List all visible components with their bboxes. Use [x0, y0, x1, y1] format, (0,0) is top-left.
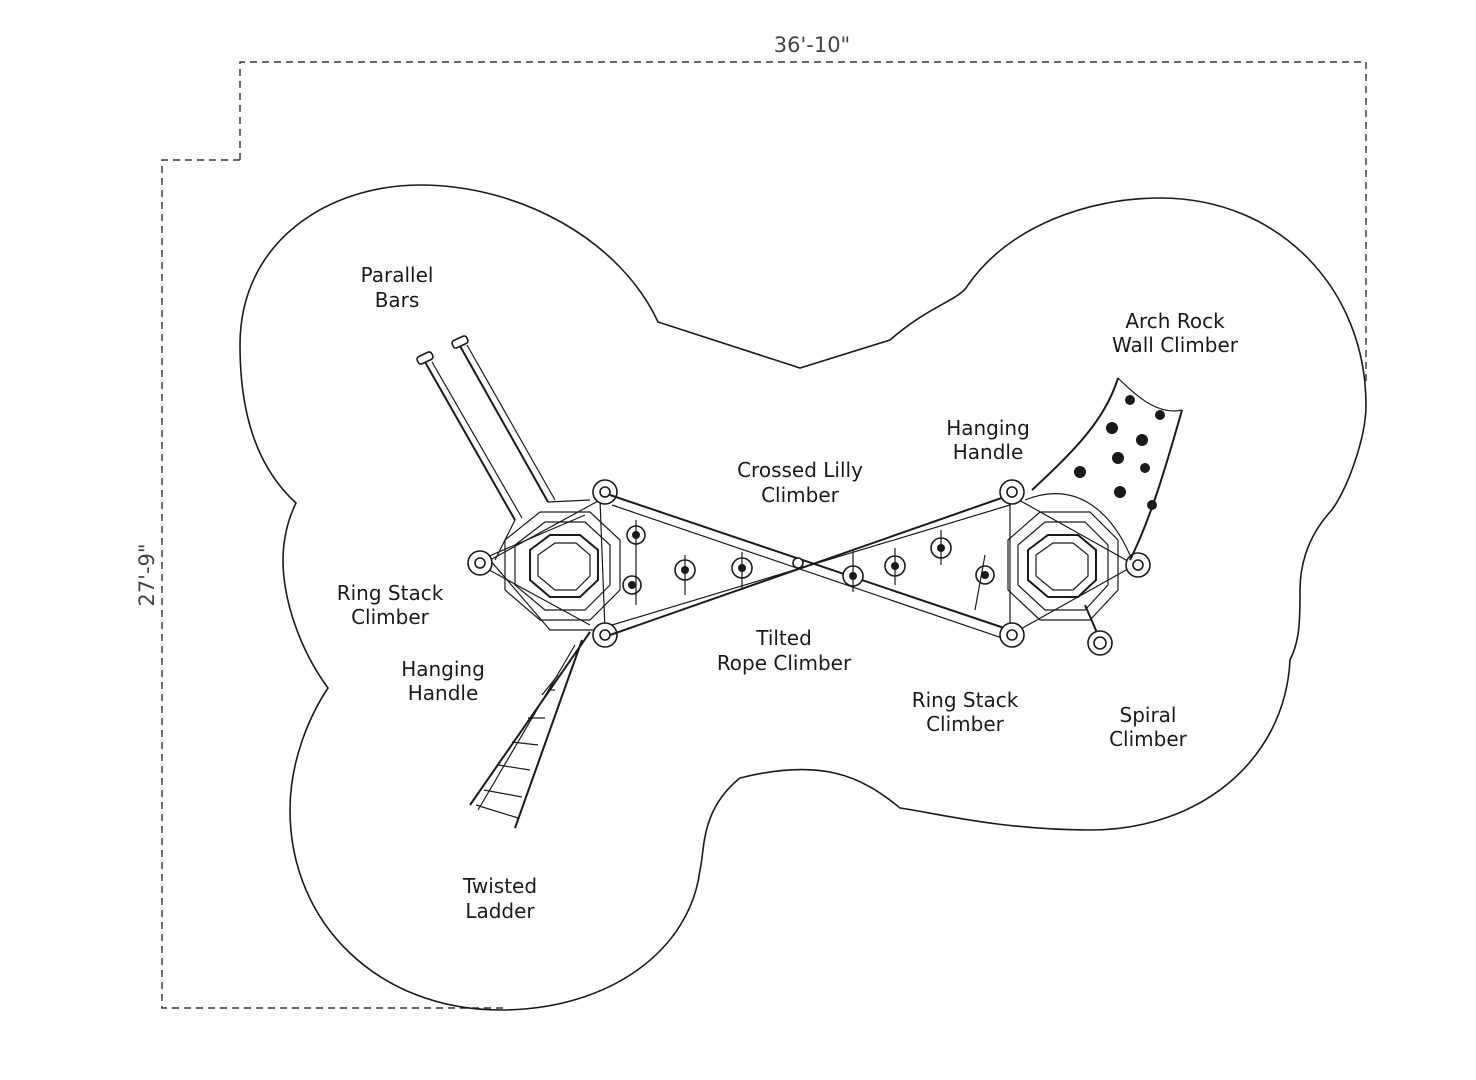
label-ring-stack-left-2: Climber	[351, 605, 430, 629]
label-arch-rock-2: Wall Climber	[1112, 333, 1239, 357]
label-crossed-lilly-1: Crossed Lilly	[737, 458, 863, 482]
label-hanging-handle-left-2: Handle	[408, 681, 479, 705]
height-dimension: 27'-9"	[135, 543, 159, 606]
label-twisted-ladder-1: Twisted	[462, 874, 537, 898]
arch-rock-wall-structure	[1024, 377, 1183, 561]
rock-holds	[1074, 395, 1165, 510]
label-parallel-bars-1: Parallel	[361, 263, 434, 287]
right-ring-stack-climber	[999, 479, 1151, 648]
left-dimension-line	[161, 159, 505, 1009]
label-hanging-handle-right-2: Handle	[953, 440, 1024, 464]
twisted-ladder-structure	[469, 631, 591, 829]
label-spiral-climber-1: Spiral	[1120, 703, 1177, 727]
parallel-bars-structure	[416, 335, 591, 561]
top-dimension-line	[239, 61, 1367, 385]
left-ring-stack-climber	[467, 479, 621, 648]
label-ring-stack-right-2: Climber	[926, 712, 1005, 736]
label-ring-stack-right-1: Ring Stack	[912, 688, 1019, 712]
spiral-climber-structure	[1084, 604, 1113, 656]
safety-surface-outline	[239, 184, 1367, 1011]
rope-climber-discs	[622, 520, 995, 611]
label-twisted-ladder-2: Ladder	[465, 899, 535, 923]
label-hanging-handle-right-1: Hanging	[946, 416, 1030, 440]
dimension-lines	[161, 61, 1367, 1009]
label-spiral-climber-2: Climber	[1109, 727, 1188, 751]
label-ring-stack-left-1: Ring Stack	[337, 581, 444, 605]
label-hanging-handle-left-1: Hanging	[401, 657, 485, 681]
label-tilted-rope-2: Rope Climber	[717, 651, 852, 675]
label-arch-rock-1: Arch Rock	[1125, 309, 1225, 333]
width-dimension: 36'-10"	[774, 33, 850, 57]
label-crossed-lilly-2: Climber	[761, 483, 840, 507]
label-parallel-bars-2: Bars	[375, 288, 420, 312]
label-tilted-rope-1: Tilted	[755, 626, 812, 650]
crossed-climber-frame	[609, 494, 1011, 641]
equipment-labels: Parallel Bars Arch Rock Wall Climber Han…	[337, 263, 1239, 923]
